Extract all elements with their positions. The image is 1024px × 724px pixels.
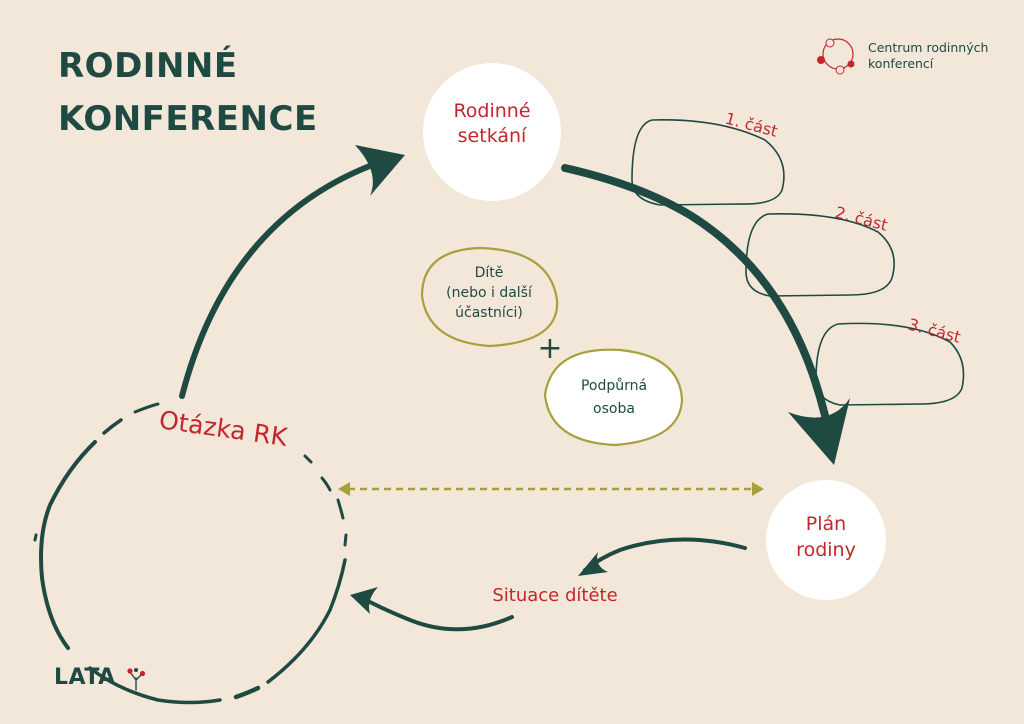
node-situace-ditete: Situace dítěte: [492, 585, 617, 606]
node-podpurna-line-2: osoba: [593, 401, 635, 417]
node-podpurna-blob: [543, 348, 684, 447]
page-title: RODINNÉ KONFERENCE: [58, 40, 318, 146]
arrow-otazka-to-setkani: [179, 145, 405, 399]
brand-line-2: konferencí: [868, 56, 934, 71]
part-3-shape: [815, 322, 965, 406]
brand-line-1: Centrum rodinných: [868, 40, 989, 55]
dashed-double-arrow: [338, 482, 764, 496]
title-line-1: RODINNÉ: [58, 46, 238, 86]
node-dite-line-2: (nebo i další: [446, 285, 533, 301]
node-plan-rodiny-line-2: rodiny: [796, 539, 856, 561]
node-dite-blob: [420, 246, 559, 348]
part-3-label: 3. část: [906, 315, 963, 347]
node-plan-rodiny-line-1: Plán: [806, 513, 846, 535]
brand-logo: Centrum rodinných konferencí: [816, 36, 1016, 76]
brand-circle-icon: [817, 38, 855, 75]
node-rodinne-setkani-circle: [423, 63, 561, 201]
part-1-label: 1. část: [723, 109, 780, 141]
lata-logo-text: LATA: [54, 665, 116, 690]
node-rodinne-setkani-line-1: Rodinné: [453, 100, 530, 122]
node-plan-rodiny-circle: [766, 480, 886, 600]
arrow-plan-to-situace: [578, 537, 747, 576]
node-podpurna-line-1: Podpůrná: [581, 378, 647, 394]
node-dite-line-3: účastníci): [455, 305, 523, 321]
part-2-shape: [745, 213, 895, 297]
part-1-shape: [631, 119, 785, 206]
node-rodinne-setkani-line-2: setkání: [458, 125, 527, 147]
node-dite-line-1: Dítě: [475, 265, 504, 281]
title-line-2: KONFERENCE: [58, 99, 318, 139]
lata-sprout-icon: [127, 668, 146, 691]
otazka-broken-circle: [33, 402, 348, 705]
arrow-situace-to-otazka: [350, 587, 514, 632]
node-otazka-rk: Otázka RK: [157, 405, 289, 452]
part-2-label: 2. část: [833, 203, 890, 235]
plus-sign: +: [537, 331, 562, 366]
